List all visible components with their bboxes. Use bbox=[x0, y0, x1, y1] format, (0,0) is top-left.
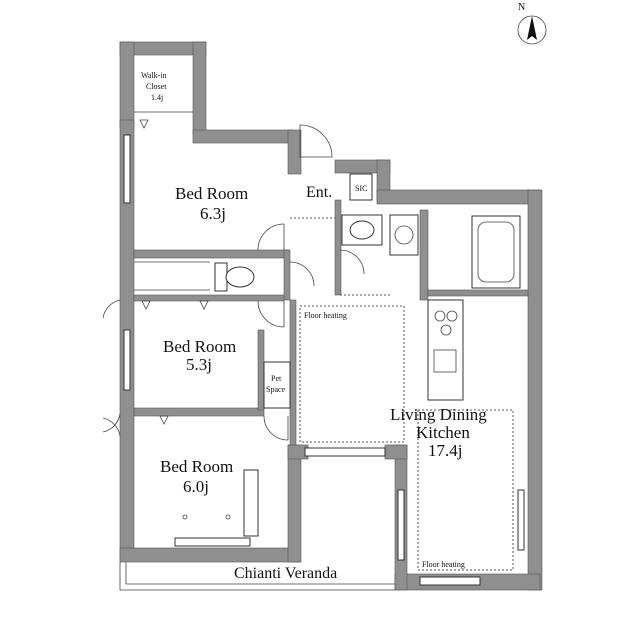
walls bbox=[119, 41, 543, 591]
ldk-label-1: Living Dining bbox=[390, 405, 487, 424]
veranda-label: Chianti Veranda bbox=[234, 565, 337, 582]
entrance-label: Ent. bbox=[306, 184, 332, 201]
bedroom-1-size: 6.3j bbox=[200, 204, 226, 223]
veranda-outline bbox=[119, 562, 395, 591]
floor-heating-note-top: Floor heating bbox=[304, 311, 347, 320]
walk-in-closet-label-2: Closet bbox=[146, 82, 167, 91]
compass-north-label: N bbox=[518, 2, 525, 13]
fixtures bbox=[134, 111, 521, 537]
ldk-label-2: Kitchen bbox=[416, 423, 470, 442]
bedroom-2-size: 5.3j bbox=[186, 355, 212, 374]
ldk-size: 17.4j bbox=[428, 441, 462, 460]
walk-in-closet-size: 1.4j bbox=[151, 93, 163, 102]
floor-heating-note-bottom: Floor heating bbox=[422, 560, 465, 569]
doors bbox=[102, 124, 365, 441]
bedroom-2-label: Bed Room bbox=[163, 337, 236, 356]
shoe-closet-label: SIC bbox=[355, 184, 367, 193]
bedroom-3-size: 6.0j bbox=[183, 477, 209, 496]
floor-heating-areas bbox=[290, 217, 514, 571]
bedroom-3-label: Bed Room bbox=[160, 457, 233, 476]
pet-space-label-1: Pet bbox=[271, 374, 282, 383]
windows bbox=[123, 134, 525, 586]
walk-in-closet-label-1: Walk-in bbox=[141, 71, 167, 80]
compass: N bbox=[517, 2, 547, 45]
bedroom-1-label: Bed Room bbox=[175, 184, 248, 203]
pet-space-label-2: Space bbox=[266, 385, 286, 394]
room-labels: Walk-in Closet 1.4j Bed Room 6.3j Bed Ro… bbox=[141, 71, 487, 582]
